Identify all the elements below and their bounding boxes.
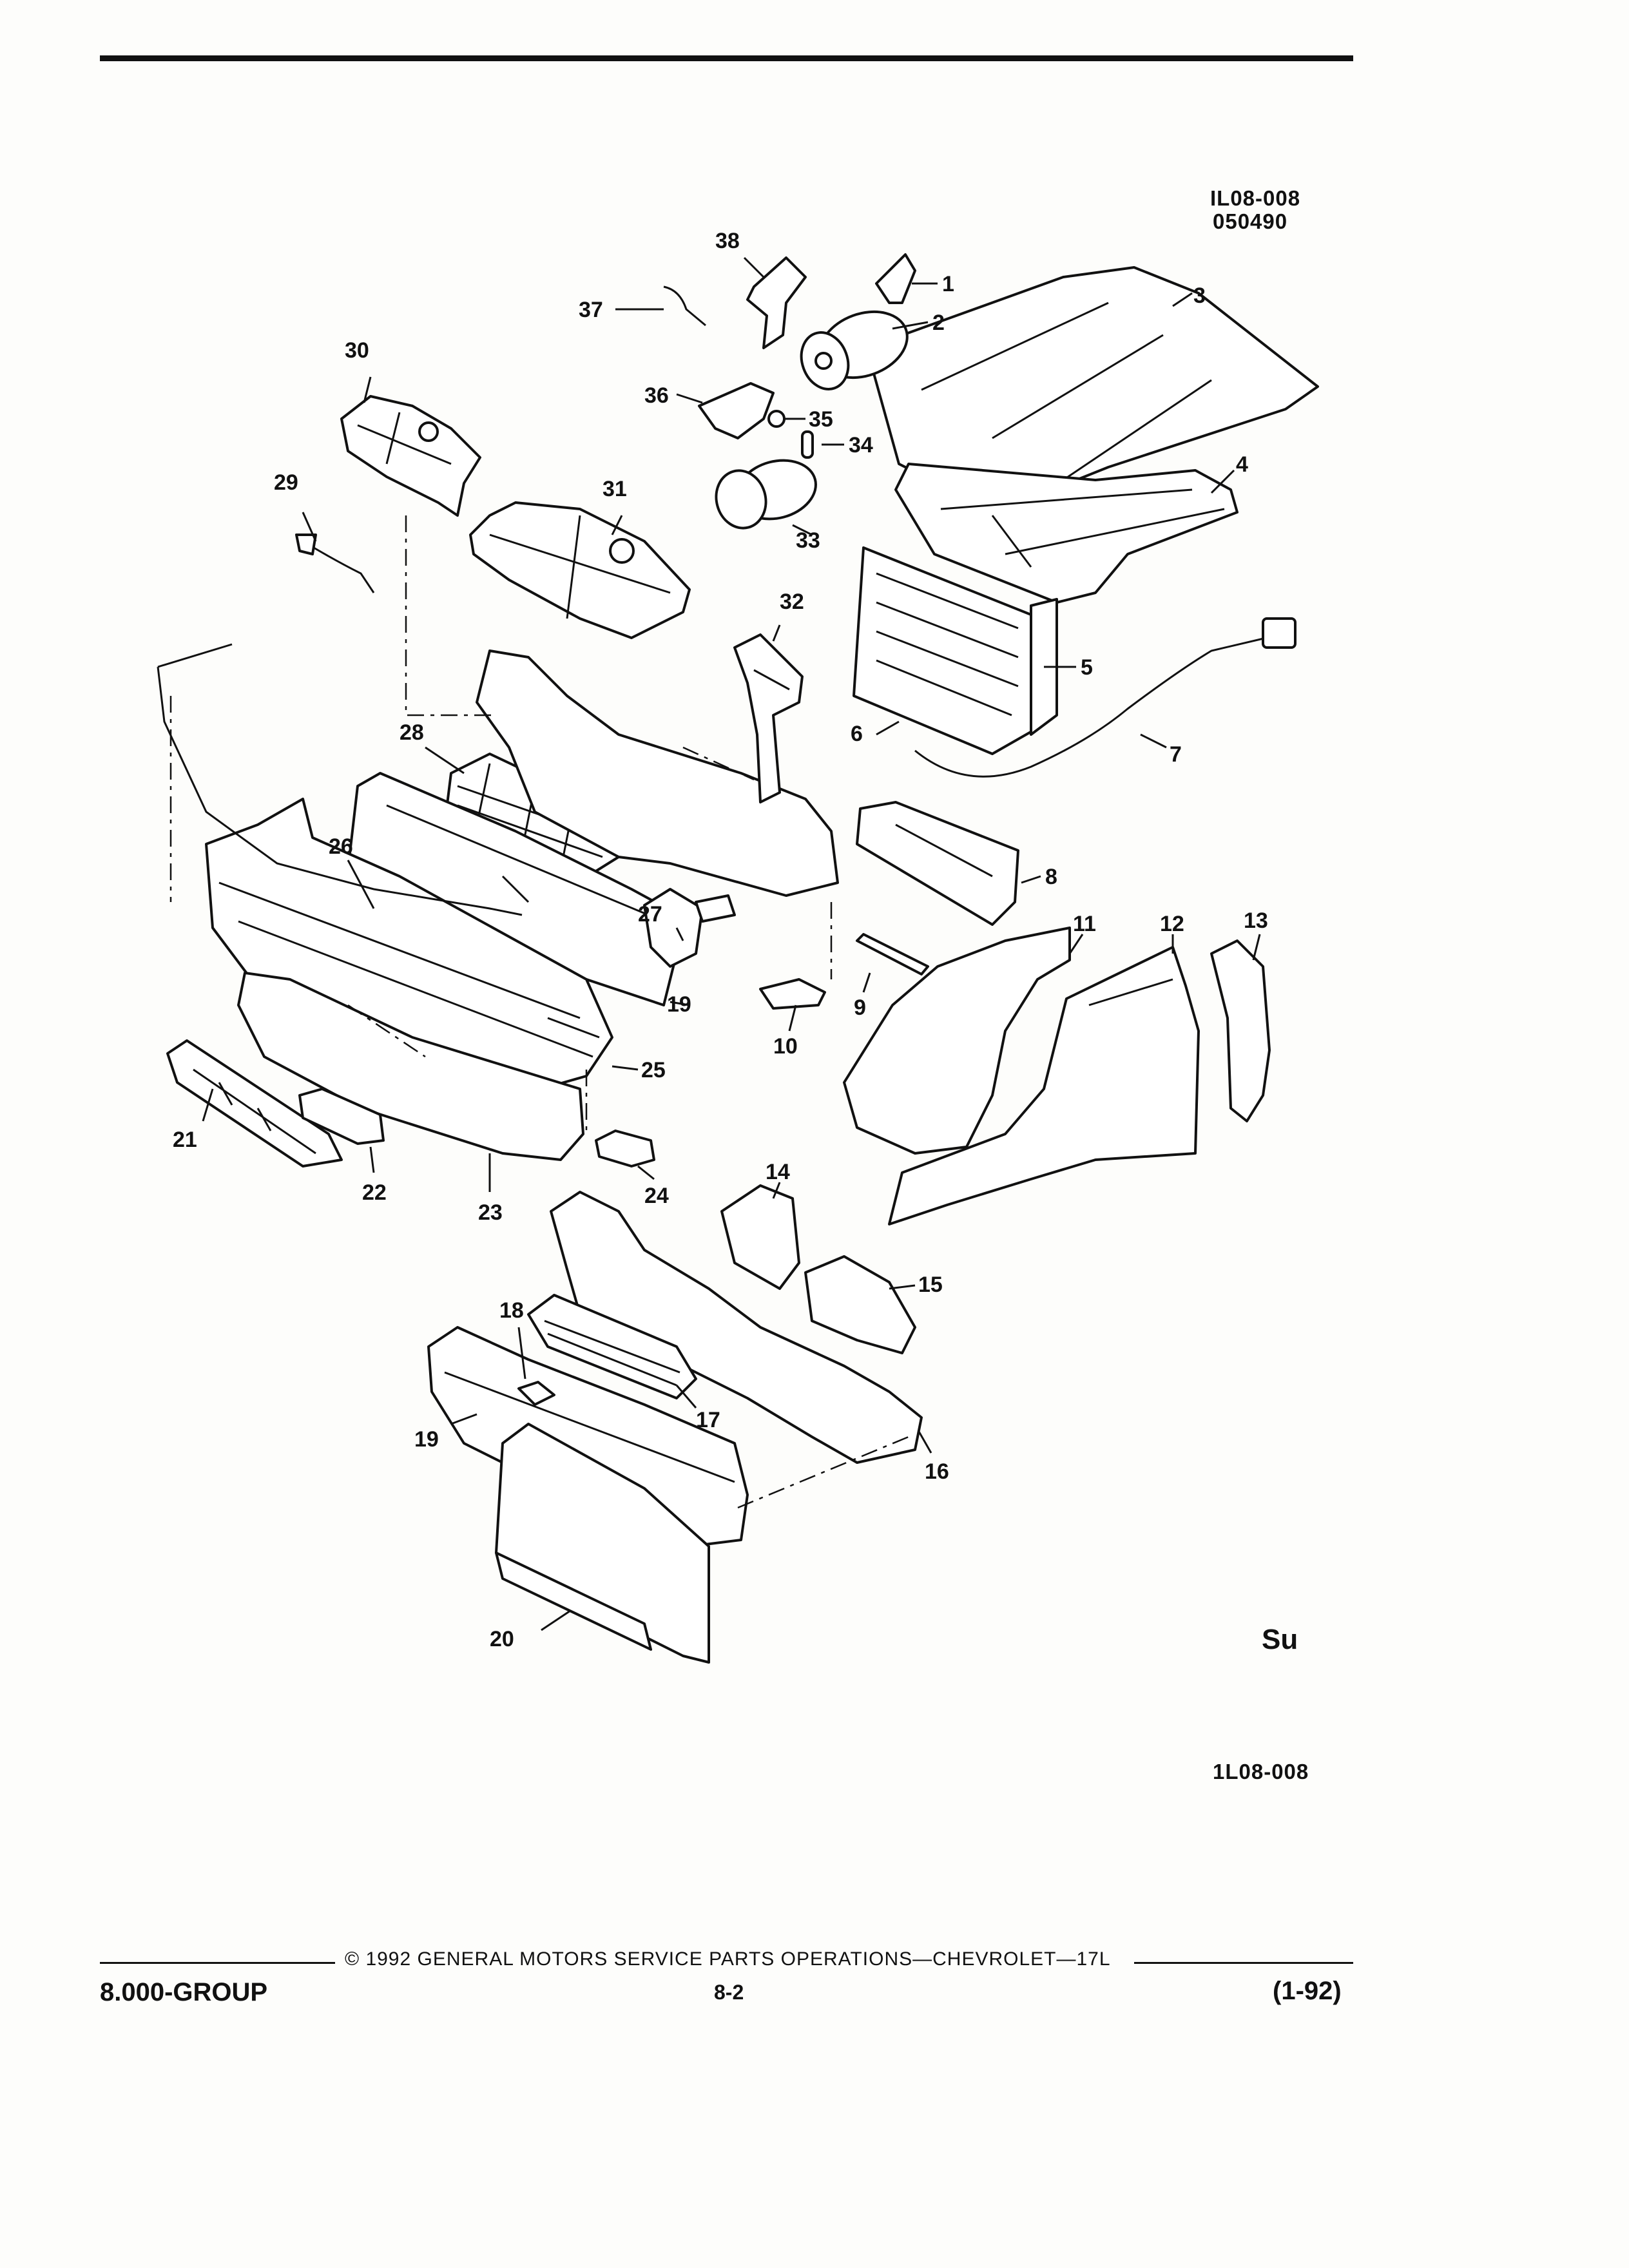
bracket-9 — [856, 933, 929, 975]
callout-14: 14 — [766, 1160, 790, 1184]
callout-22: 22 — [362, 1180, 387, 1205]
shield-30 — [340, 395, 481, 517]
footer-page-number: 8-2 — [714, 1981, 744, 2004]
fender-liner — [843, 927, 1071, 1155]
callout-7: 7 — [1170, 742, 1182, 767]
callout-13: 13 — [1244, 908, 1268, 933]
fascia-19-lower — [427, 1326, 749, 1548]
hood-inner-panel — [894, 463, 1239, 604]
date-code: 050490 — [1213, 209, 1288, 233]
callout-2: 2 — [932, 311, 945, 335]
emblem-18 — [517, 1381, 555, 1406]
footer-rule-right — [1134, 1962, 1353, 1964]
callout-33: 33 — [796, 528, 820, 553]
callout-20: 20 — [490, 1627, 514, 1651]
callout-15: 15 — [918, 1273, 943, 1297]
callout-5: 5 — [1081, 655, 1093, 680]
callout-38: 38 — [715, 229, 740, 253]
callout-26: 26 — [329, 834, 353, 859]
footer-rule-left — [100, 1962, 335, 1964]
callout-1: 1 — [942, 272, 954, 296]
callout-37: 37 — [579, 298, 603, 322]
callout-28: 28 — [400, 720, 424, 745]
callout-6: 6 — [851, 722, 863, 746]
callout-3: 3 — [1193, 284, 1206, 308]
callout-9: 9 — [854, 995, 866, 1020]
lower-valance — [237, 972, 584, 1161]
callout-30: 30 — [345, 338, 369, 363]
rod-37 — [663, 285, 706, 327]
nut-35 — [767, 410, 786, 428]
callout-24: 24 — [644, 1184, 669, 1208]
bracket-15 — [804, 1255, 916, 1354]
callout-16: 16 — [925, 1459, 949, 1484]
bracket-10 — [759, 978, 826, 1010]
bushing-2 — [800, 310, 909, 390]
callout-4: 4 — [1236, 452, 1248, 477]
callout-35: 35 — [809, 407, 833, 432]
footer-group: 8.000-GROUP — [100, 1978, 268, 2006]
connector-7 — [1262, 617, 1296, 649]
callout-34: 34 — [849, 433, 873, 457]
footer-date: (1-92) — [1273, 1977, 1342, 2005]
brace-32 — [733, 633, 804, 803]
leader-lines — [202, 256, 1261, 1631]
bracket-36 — [698, 382, 775, 439]
footer-copyright: © 1992 GENERAL MOTORS SERVICE PARTS OPER… — [345, 1948, 1111, 1970]
callout-8: 8 — [1045, 865, 1057, 889]
callout-19-upper: 19 — [667, 992, 691, 1017]
reinforcement-26 — [157, 643, 523, 916]
bottom-illustration-code: 1L08-008 — [1213, 1760, 1309, 1783]
front-support-upper — [476, 649, 839, 897]
callout-32: 32 — [780, 590, 804, 614]
bracket-38 — [746, 256, 807, 349]
pin-34 — [801, 430, 814, 459]
callout-25: 25 — [641, 1058, 666, 1082]
callout-36: 36 — [644, 383, 669, 408]
lower-grille-21 — [166, 1039, 343, 1168]
callout-19-lower: 19 — [414, 1427, 439, 1452]
bracket-27 — [643, 888, 704, 968]
callout-31: 31 — [602, 477, 627, 501]
callout-12: 12 — [1160, 912, 1184, 936]
callout-10: 10 — [773, 1034, 798, 1059]
illustration-code: IL08-008 — [1210, 186, 1301, 210]
side-lamp-24 — [595, 1129, 655, 1168]
bracket-14 — [720, 1184, 800, 1290]
callout-29: 29 — [274, 470, 298, 495]
callout-17: 17 — [696, 1408, 720, 1432]
callout-18: 18 — [499, 1298, 524, 1323]
fender — [888, 946, 1200, 1225]
callout-21: 21 — [173, 1128, 197, 1152]
callout-23: 23 — [478, 1200, 503, 1225]
bracket-1 — [875, 253, 916, 304]
callout-labels: 1 2 3 4 5 6 7 8 9 10 11 12 13 14 15 16 1… — [173, 229, 1268, 1651]
bushing-33 — [715, 459, 817, 530]
headlamp — [856, 801, 1019, 926]
park-lamp-22 — [298, 1088, 385, 1145]
header-rule — [100, 55, 1353, 61]
callout-11: 11 — [1073, 912, 1096, 936]
filler-panel — [1210, 939, 1271, 1122]
callout-27: 27 — [638, 902, 662, 927]
margin-mark: Su — [1262, 1624, 1298, 1655]
shield-31 — [469, 501, 691, 639]
radiator — [853, 546, 1042, 755]
cable-7 — [914, 637, 1267, 778]
